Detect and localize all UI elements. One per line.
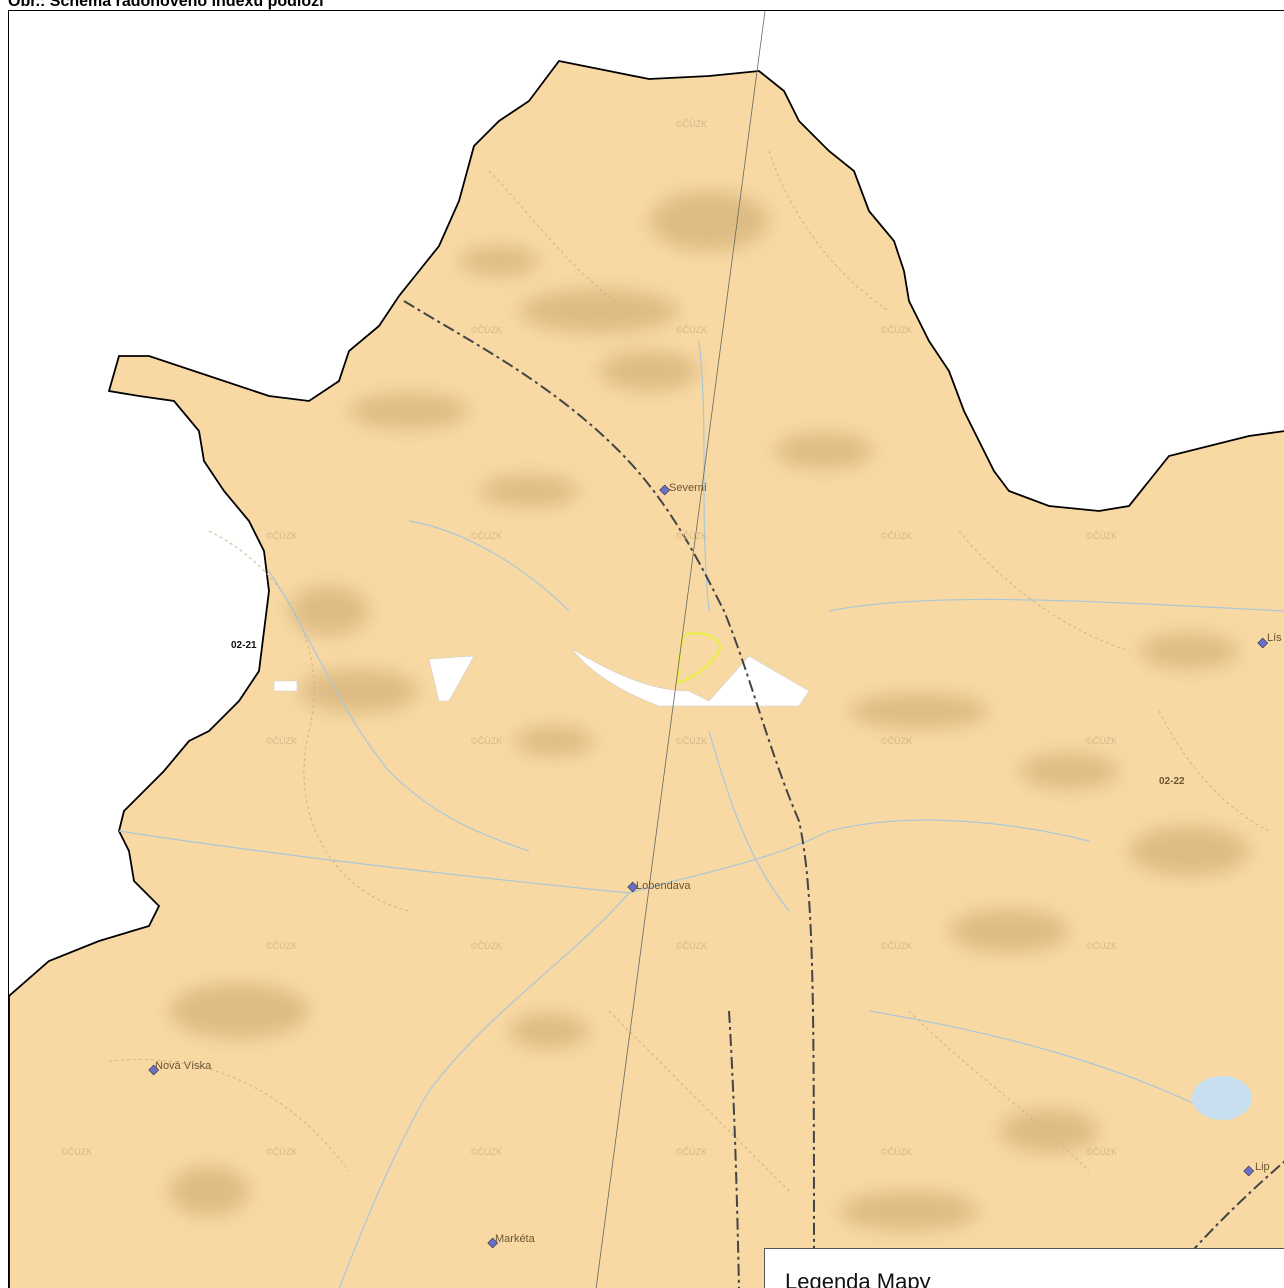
watermark-text: ©ČÚZK	[881, 1147, 912, 1157]
settlement-lobendava[interactable]: Lobendava	[627, 880, 692, 893]
map-legend[interactable]: Legenda Mapy	[764, 1248, 1284, 1288]
sheet-label-02-22: 02-22	[1159, 776, 1185, 787]
watermark-text: ©ČÚZK	[266, 531, 297, 541]
watermark-text: ©ČÚZK	[1086, 531, 1117, 541]
settlement-label: Markéta	[495, 1233, 536, 1245]
settlement-lis[interactable]: Lís	[1257, 632, 1282, 649]
watermark-text: ©ČÚZK	[471, 325, 502, 335]
watermark-text: ©ČÚZK	[881, 941, 912, 951]
settlement-label: Severní	[669, 482, 707, 494]
watermarks-layer: ©ČÚZK ©ČÚZK ©ČÚZK ©ČÚZK ©ČÚZK ©ČÚZK ©ČÚZK ©ČÚZK…	[61, 119, 1117, 1157]
settlements-layer: Severní Lobendava Nová Víska Markéta Lís…	[148, 482, 1282, 1249]
watermark-text: ©ČÚZK	[881, 736, 912, 746]
watermark-text: ©ČÚZK	[1086, 941, 1117, 951]
figure-title: Obr.: Schéma radonového indexu podloží	[8, 0, 324, 10]
watermark-text: ©ČÚZK	[471, 736, 502, 746]
stream-lines	[118, 340, 1284, 1288]
settlement-lip[interactable]: Lip	[1243, 1161, 1270, 1177]
contour-lines	[108, 150, 1270, 1192]
watermark-text: ©ČÚZK	[676, 941, 707, 951]
legend-title: Legenda Mapy	[785, 1269, 931, 1288]
watermark-text: ©ČÚZK	[266, 941, 297, 951]
railway-lines	[403, 300, 1284, 1288]
watermark-text: ©ČÚZK	[266, 1147, 297, 1157]
settlement-label: Lís	[1267, 632, 1282, 644]
watermark-text: ©ČÚZK	[676, 119, 707, 129]
watermark-text: ©ČÚZK	[1086, 1147, 1117, 1157]
settlement-label: Lip	[1255, 1161, 1270, 1173]
watermark-text: ©ČÚZK	[471, 1147, 502, 1157]
watermark-text: ©ČÚZK	[471, 531, 502, 541]
settlement-marketa[interactable]: Markéta	[487, 1233, 536, 1249]
sheet-labels-layer: 02-21 02-22	[231, 640, 1185, 787]
map-canvas[interactable]: Severní Lobendava Nová Víska Markéta Lís…	[9, 11, 1284, 1288]
settlement-label: Lobendava	[636, 880, 691, 892]
settlement-severni[interactable]: Severní	[659, 482, 707, 496]
sheet-label-02-21: 02-21	[231, 640, 257, 651]
map-sheet-lines	[595, 11, 766, 1288]
watermark-text: ©ČÚZK	[676, 325, 707, 335]
settlement-nova-viska[interactable]: Nová Víska	[148, 1060, 212, 1076]
terrain-shading	[169, 191, 1249, 1231]
watermark-text: ©ČÚZK	[266, 736, 297, 746]
watermark-text: ©ČÚZK	[676, 1147, 707, 1157]
no-data-gaps	[273, 648, 810, 707]
watermark-text: ©ČÚZK	[676, 531, 707, 541]
watermark-text: ©ČÚZK	[881, 531, 912, 541]
watermark-text: ©ČÚZK	[61, 1147, 92, 1157]
watermark-text: ©ČÚZK	[1086, 736, 1117, 746]
map-frame[interactable]: Severní Lobendava Nová Víska Markéta Lís…	[8, 10, 1284, 1288]
territory-area	[9, 60, 1284, 1288]
settlement-label: Nová Víska	[155, 1060, 212, 1072]
watermark-text: ©ČÚZK	[881, 325, 912, 335]
watermark-text: ©ČÚZK	[676, 736, 707, 746]
watermark-text: ©ČÚZK	[471, 941, 502, 951]
